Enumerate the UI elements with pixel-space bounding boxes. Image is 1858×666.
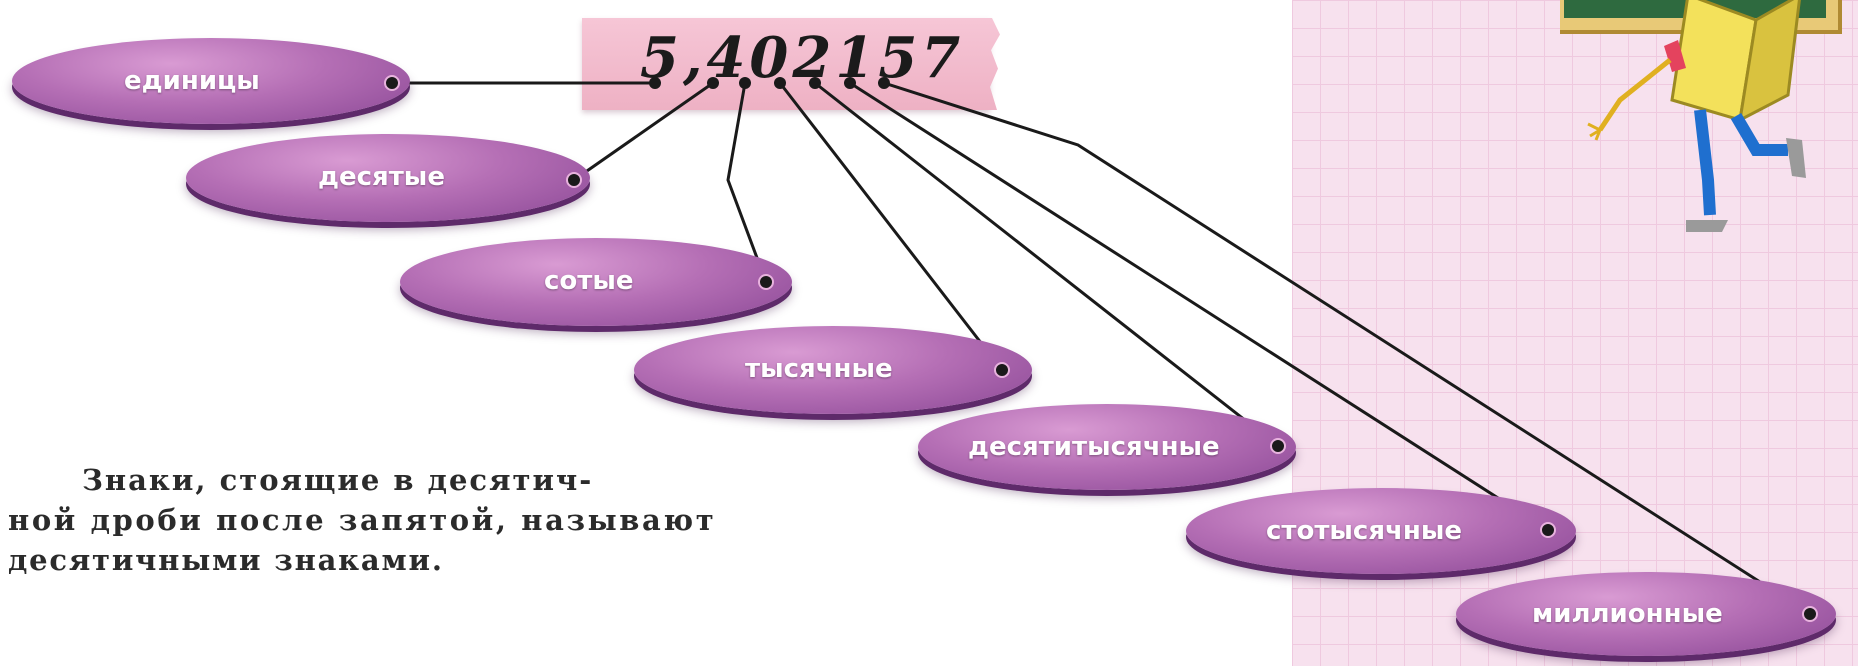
digit-dot-ten-thousandths [809,77,821,89]
pill-hundredths [400,238,792,326]
pill-millionths [1456,572,1836,656]
caption-line-3: десятичными знаками. [8,543,444,577]
pill-thousandths [634,326,1032,414]
digit-dot-units [649,77,661,89]
pill-hundred-thousandths [1186,488,1576,574]
connector-hundred-thousandths [848,81,1550,532]
connector-hundredths [726,81,768,284]
pill-tenths [186,134,590,222]
caption-line-2: ной дроби после запятой, называют [8,503,717,537]
pill-ten-thousandths [918,404,1296,490]
caption-text: Знаки, стоящие в десятич- ной дроби посл… [8,460,798,580]
label-thousandths: тысячные [745,354,893,384]
digit-dot-millionths [878,77,890,89]
label-hundred-thousandths: стотысячные [1266,516,1462,546]
cube-mascot-illustration [1560,0,1842,232]
label-millionths: миллионные [1532,599,1723,629]
connector-tenths [572,81,715,182]
digit-dot-thousandths [774,77,786,89]
label-hundredths: сотые [544,266,634,296]
label-ten-thousandths: десятитысячные [968,432,1220,462]
pill-units [12,38,410,124]
digit-dot-hundredths [739,77,751,89]
digit-dot-tenths [707,77,719,89]
connector-millionths [882,81,1812,616]
label-units: единицы [124,66,260,96]
decimal-number: 5,402157 [640,25,965,91]
label-tenths: десятые [318,162,445,192]
connector-ten-thousandths [813,81,1280,448]
connector-thousandths [778,81,1004,372]
caption-line-1: Знаки, стоящие в десятич- [82,463,594,497]
digit-dot-hundred-thousandths [844,77,856,89]
